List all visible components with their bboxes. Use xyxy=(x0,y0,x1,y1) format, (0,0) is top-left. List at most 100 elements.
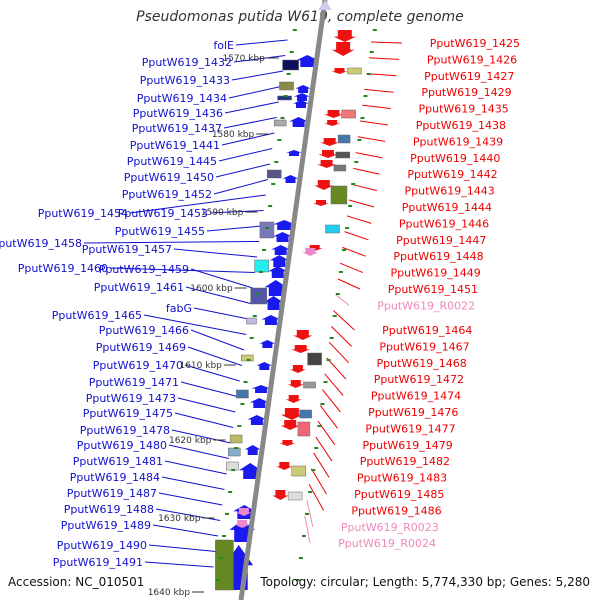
gene-arrow-forward[interactable] xyxy=(249,398,269,408)
gene-arrow-forward[interactable] xyxy=(264,280,287,296)
gene-arrow-forward[interactable] xyxy=(296,55,319,67)
gene-arrow-forward[interactable] xyxy=(256,362,273,370)
gene-arrow-reverse[interactable] xyxy=(320,138,340,146)
gene-block[interactable] xyxy=(259,221,275,239)
gene-label-right[interactable]: PputW619_1446 xyxy=(399,217,489,230)
gene-arrow-reverse[interactable] xyxy=(291,345,311,353)
gene-label-right[interactable]: PputW619_1435 xyxy=(419,103,509,116)
gene-label-right[interactable]: PputW619_1468 xyxy=(377,357,467,370)
gene-block[interactable] xyxy=(279,81,294,91)
gene-arrow-reverse[interactable] xyxy=(235,508,252,516)
gene-label-left[interactable]: PputW619_1489 xyxy=(61,519,151,532)
gene-block[interactable] xyxy=(303,381,316,389)
gene-block[interactable] xyxy=(330,185,348,205)
gene-label-right[interactable]: PputW619_1442 xyxy=(407,168,497,181)
gene-label-right[interactable]: PputW619_1448 xyxy=(393,250,483,263)
gene-arrow-forward[interactable] xyxy=(244,445,261,455)
gene-label-left[interactable]: PputW619_1458 xyxy=(0,237,82,250)
gene-label-left[interactable]: PputW619_1461 xyxy=(94,281,184,294)
gene-label-left[interactable]: PputW619_1475 xyxy=(83,407,173,420)
gene-arrow-reverse[interactable] xyxy=(272,490,289,500)
gene-label-left[interactable]: PputW619_1469 xyxy=(96,341,186,354)
gene-block[interactable] xyxy=(325,224,340,234)
gene-block[interactable] xyxy=(297,421,311,437)
gene-arrow-reverse[interactable] xyxy=(279,440,296,446)
gene-label-left[interactable]: PputW619_1450 xyxy=(124,171,214,184)
gene-label-right[interactable]: PputW619_1440 xyxy=(410,152,500,165)
gene-arrow-forward[interactable] xyxy=(251,385,271,393)
gene-arrow-reverse[interactable] xyxy=(289,365,306,373)
gene-arrow-forward[interactable] xyxy=(272,232,293,242)
gene-label-left[interactable]: PputW619_1478 xyxy=(80,424,170,437)
gene-arrow-reverse[interactable] xyxy=(318,150,338,158)
gene-arrow-reverse[interactable] xyxy=(331,42,355,56)
gene-arrow-forward[interactable] xyxy=(293,93,310,101)
gene-label-left[interactable]: PputW619_1487 xyxy=(67,487,157,500)
gene-label-right[interactable]: PputW619_1485 xyxy=(354,488,444,501)
gene-block[interactable] xyxy=(273,119,287,127)
gene-block[interactable] xyxy=(335,151,350,159)
gene-label-right[interactable]: PputW619_1472 xyxy=(374,373,464,386)
gene-block[interactable] xyxy=(250,287,267,305)
gene-label-right[interactable]: PputW619_1447 xyxy=(396,234,486,247)
gene-block[interactable] xyxy=(246,317,257,325)
gene-label-left[interactable]: PputW619_1436 xyxy=(133,107,223,120)
gene-arrow-forward[interactable] xyxy=(238,463,262,479)
gene-arrow-forward[interactable] xyxy=(268,266,288,278)
gene-label-left[interactable]: PputW619_1465 xyxy=(52,309,142,322)
gene-label-left[interactable]: PputW619_1459 xyxy=(99,263,189,276)
gene-arrow-reverse[interactable] xyxy=(234,520,251,528)
gene-label-left[interactable]: PputW619_1445 xyxy=(127,155,217,168)
gene-arrow-reverse[interactable] xyxy=(313,200,329,206)
gene-label-right[interactable]: PputW619_1482 xyxy=(360,455,450,468)
gene-label-right[interactable]: PputW619_1479 xyxy=(363,439,453,452)
gene-arrow-reverse[interactable] xyxy=(285,395,302,403)
gene-label-left[interactable]: PputW619_1466 xyxy=(99,324,189,337)
gene-block[interactable] xyxy=(287,491,303,501)
gene-arrow-forward[interactable] xyxy=(273,220,296,230)
gene-label-right[interactable]: PputW619_1425 xyxy=(430,37,520,50)
gene-label-left[interactable]: PputW619_1455 xyxy=(115,225,205,238)
gene-label-left[interactable]: PputW619_1491 xyxy=(53,556,143,569)
gene-block[interactable] xyxy=(215,539,234,591)
gene-arrow-reverse[interactable] xyxy=(287,380,304,388)
rna-label-right[interactable]: PputW619_R0024 xyxy=(338,537,436,550)
gene-arrow-forward[interactable] xyxy=(247,415,267,425)
gene-block[interactable] xyxy=(341,109,356,119)
gene-label-right[interactable]: PputW619_1449 xyxy=(391,267,481,280)
gene-label-left[interactable]: PputW619_1481 xyxy=(73,455,163,468)
gene-label-left[interactable]: PputW619_1454 xyxy=(38,207,128,220)
gene-block[interactable] xyxy=(337,134,351,144)
gene-label-right[interactable]: PputW619_1467 xyxy=(379,340,469,353)
gene-arrow-forward[interactable] xyxy=(295,85,312,93)
gene-arrow-reverse[interactable] xyxy=(333,30,356,42)
gene-label-left[interactable]: PputW619_1457 xyxy=(82,243,172,256)
gene-label-right[interactable]: PputW619_1427 xyxy=(424,70,514,83)
gene-label-right[interactable]: PputW619_1444 xyxy=(402,201,492,214)
gene-label-right[interactable]: PputW619_1474 xyxy=(371,390,461,403)
gene-label-right[interactable]: PputW619_1483 xyxy=(357,472,447,485)
rna-label-right[interactable]: PputW619_R0022 xyxy=(377,299,475,312)
gene-block[interactable] xyxy=(236,389,249,399)
rna-label-right[interactable]: PputW619_R0023 xyxy=(341,521,439,534)
gene-arrow-forward[interactable] xyxy=(282,175,299,183)
gene-arrow-forward[interactable] xyxy=(269,255,289,267)
gene-label-right[interactable]: PputW619_1438 xyxy=(416,119,506,132)
gene-label-right[interactable]: PputW619_1464 xyxy=(382,324,472,337)
gene-label-left[interactable]: fabG xyxy=(166,302,192,315)
gene-arrow-reverse[interactable] xyxy=(317,160,337,168)
gene-block[interactable] xyxy=(266,169,282,179)
gene-arrow-reverse[interactable] xyxy=(280,420,300,430)
gene-arrow-reverse[interactable] xyxy=(280,408,304,420)
gene-label-right[interactable]: PputW619_1426 xyxy=(427,53,517,66)
gene-block[interactable] xyxy=(226,461,239,471)
gene-block[interactable] xyxy=(254,259,269,273)
gene-label-right[interactable]: PputW619_1439 xyxy=(413,135,503,148)
gene-arrow-reverse[interactable] xyxy=(331,68,348,74)
gene-label-right[interactable]: PputW619_1429 xyxy=(421,86,511,99)
gene-label-left[interactable]: folE xyxy=(213,39,234,52)
gene-label-left[interactable]: PputW619_1453 xyxy=(118,207,208,220)
gene-block[interactable] xyxy=(229,434,243,444)
gene-block[interactable] xyxy=(333,164,347,172)
gene-block[interactable] xyxy=(228,447,241,457)
